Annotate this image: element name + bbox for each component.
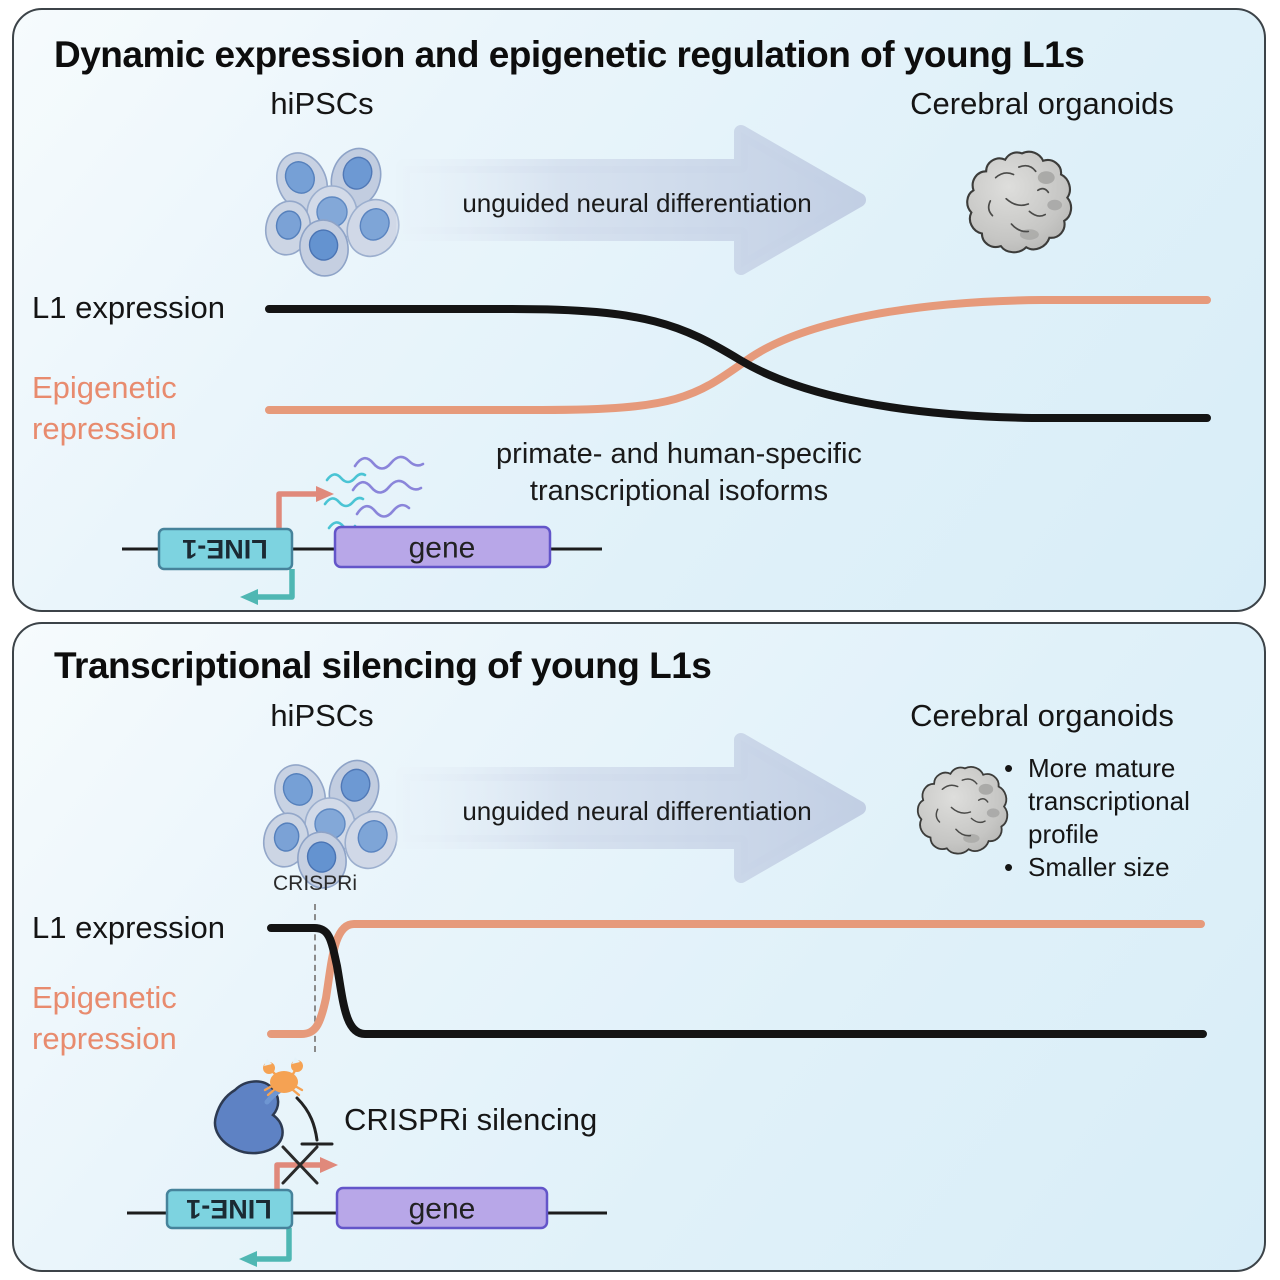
panel1-gene-locus-diagram: LINE-1 gene [122, 486, 602, 605]
antisense-promoter-arrow-icon [258, 569, 295, 600]
krab-crab-icon [263, 1057, 304, 1097]
panel-dynamic-expression: Dynamic expression and epigenetic regula… [12, 8, 1266, 612]
sense-promoter-arrow-icon [276, 491, 316, 529]
line1-box-label: LINE-1 [182, 534, 268, 564]
hipsc-cells-illustration [262, 759, 398, 889]
isoforms-caption-line1: primate- and human-specific [496, 438, 862, 470]
line1-box [165, 1188, 294, 1230]
panel1-hipscs-header: hiPSCs [270, 86, 374, 121]
panel2-organoids-header: Cerebral organoids [910, 698, 1174, 733]
inhibition-arc [295, 1096, 319, 1142]
panel1-epigenetic-label: Epigenetic repression [32, 370, 177, 446]
gene-box [335, 1186, 549, 1230]
list-item: • More mature transcriptional profile [1004, 752, 1262, 851]
panel1-l1-expression-label: L1 expression [32, 290, 226, 325]
crispri-dashed-line [314, 904, 316, 1052]
panel2-hipscs-header: hiPSCs [270, 698, 374, 733]
crispri-tick-label: CRISPRi [272, 872, 358, 895]
crispri-complex-illustration [213, 1057, 334, 1155]
bullet-glyph: • [1004, 753, 1014, 783]
hipsc-cells-illustration [264, 147, 400, 277]
list-item: • Smaller size [1004, 851, 1262, 884]
gene-box [333, 525, 552, 569]
gene-box-label: gene [409, 1193, 476, 1226]
isoforms-caption: primate- and human-specific transcriptio… [454, 436, 904, 509]
differentiation-arrow-icon [396, 125, 866, 275]
gene-box-label: gene [409, 532, 476, 565]
organoid-properties-list: • More mature transcriptional profile • … [1004, 752, 1262, 884]
antisense-promoter-arrow-icon [257, 1228, 292, 1262]
silencing-x-icon [281, 1145, 319, 1185]
panel1-arrow-label: unguided neural differentiation [462, 188, 812, 218]
differentiation-arrow-icon [396, 733, 866, 883]
line1-box-label: LINE-1 [186, 1194, 272, 1224]
line1-box [157, 527, 294, 571]
organoid-icon [966, 150, 1073, 254]
bullet-glyph: • [1004, 852, 1014, 883]
panel1-title: Dynamic expression and epigenetic regula… [54, 34, 1085, 75]
panel1-expression-curves [265, 296, 1211, 422]
crispri-silencing-label: CRISPRi silencing [344, 1102, 598, 1137]
panel2-l1-expression-label: L1 expression [32, 910, 226, 945]
epigenetic-repression-curve [267, 920, 1205, 1038]
panel2-arrow-label: unguided neural differentiation [462, 796, 812, 826]
l1-expression-curve [265, 305, 1211, 422]
panel2-epigenetic-label: Epigenetic repression [32, 980, 177, 1056]
rna-isoforms-icon [323, 455, 425, 532]
organoid-icon [916, 766, 1009, 855]
panel2-title: Transcriptional silencing of young L1s [54, 645, 712, 686]
panel2-expression-curves [267, 920, 1207, 1038]
cell-icon [264, 147, 400, 277]
dcas9-protein-icon [213, 1080, 284, 1155]
epigenetic-repression-curve [265, 296, 1211, 414]
panel2-gene-locus-diagram: LINE-1 gene [127, 1145, 607, 1267]
cell-icon [262, 759, 398, 889]
isoforms-caption-line2: transcriptional isoforms [529, 474, 829, 507]
organoid-bullet-2: Smaller size [1028, 852, 1170, 883]
panel-transcriptional-silencing: Transcriptional silencing of young L1s h… [12, 622, 1266, 1272]
panel1-organoids-header: Cerebral organoids [910, 86, 1174, 121]
organoid-bullet-1: More mature transcriptional profile [1028, 753, 1190, 850]
l1-expression-curve [267, 924, 1207, 1038]
sense-promoter-arrow-icon [274, 1162, 320, 1190]
